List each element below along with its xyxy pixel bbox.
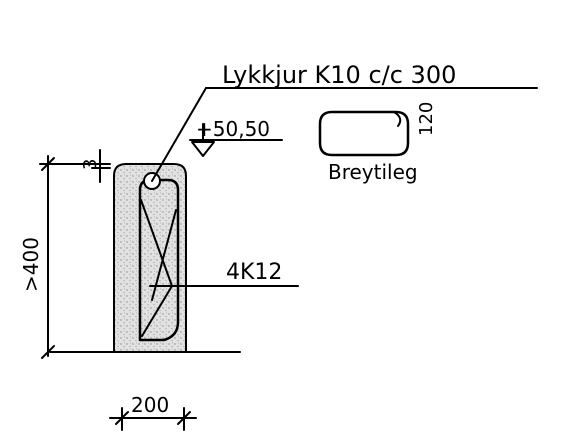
level-triangle-icon [191, 141, 215, 157]
concrete-wall-section [113, 163, 187, 353]
stirrup-diagonal-left [140, 199, 173, 287]
stirrup-loop [138, 178, 180, 342]
stirrup-callout-label: Lykkjur K10 c/c 300 [222, 61, 456, 89]
bend-detail-dimension: 120 [416, 102, 437, 136]
width-dimension-label: 200 [131, 393, 169, 417]
bottom-bars-label: 4K12 [226, 260, 282, 285]
width-slash-right [177, 411, 191, 425]
bend-detail-hook [393, 111, 402, 127]
bend-detail-caption: Breytileg [328, 160, 418, 184]
height-slash-bottom [41, 345, 55, 359]
stirrup-leader [151, 87, 207, 182]
bend-detail-shape [318, 110, 410, 157]
cover-dimension-label: 3 [80, 159, 101, 170]
stirrup-diagonal-bottom [141, 285, 173, 337]
height-dimension-label: >400 [19, 237, 43, 292]
level-label: +50,50 [196, 117, 270, 141]
height-slash-top [41, 157, 55, 171]
width-slash-left [115, 411, 129, 425]
